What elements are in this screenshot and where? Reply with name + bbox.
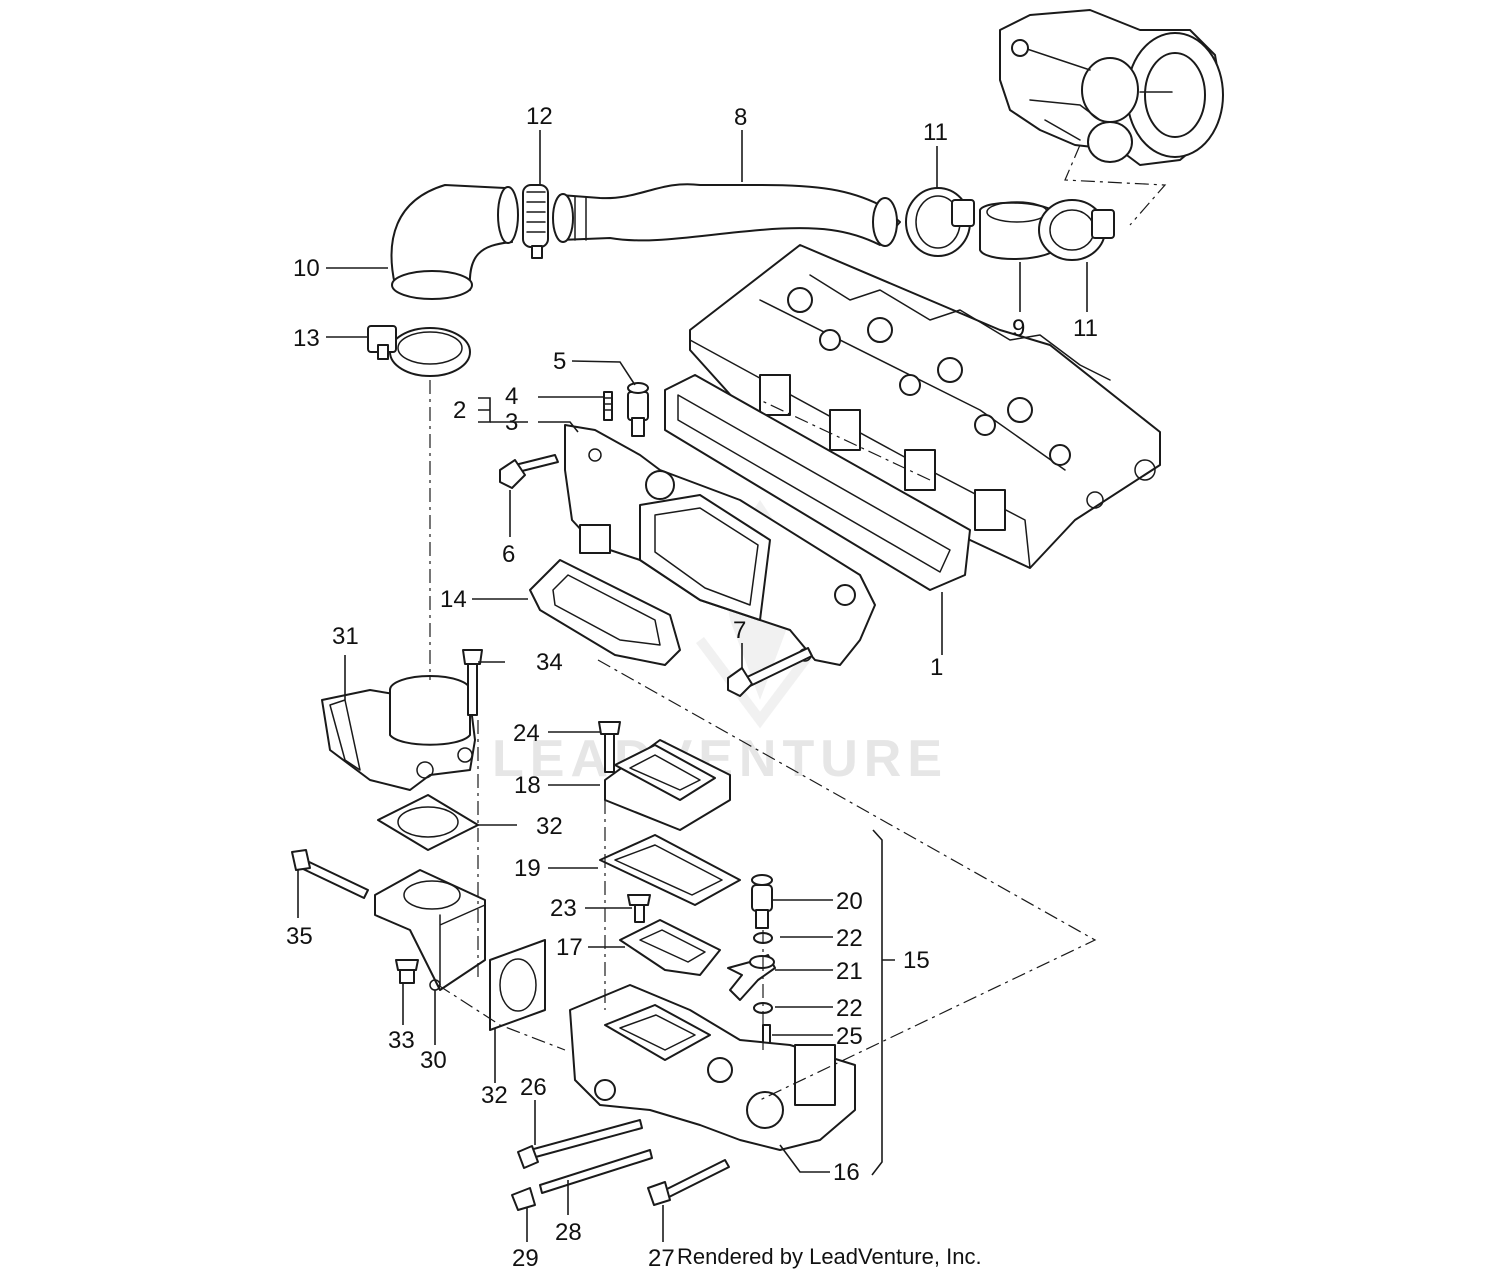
callout-2: 2 [453,397,466,424]
callout-11-lower: 11 [1073,315,1098,342]
callout-35: 35 [286,923,313,950]
gasket-14 [529,559,681,666]
fitting-21 [727,954,776,1001]
callout-9: 9 [1012,315,1025,342]
callout-24: 24 [513,720,540,747]
callout-18: 18 [514,772,541,799]
callout-33: 33 [388,1027,415,1054]
gasket-19 [599,834,741,906]
turbocharger [999,9,1224,166]
intake-manifold [564,424,876,666]
bolt-33 [395,959,419,984]
hose-clamp-12 [522,184,549,259]
bolt-24 [598,721,621,773]
callout-32-lower: 32 [481,1082,508,1109]
callout-17: 17 [556,934,583,961]
callout-23: 23 [550,895,577,922]
callout-31: 31 [332,623,359,650]
fitting-20 [751,874,773,929]
hose-clamp-11b [1038,199,1115,261]
callout-8: 8 [734,104,747,131]
callout-29: 29 [512,1245,539,1272]
housing-16 [569,984,856,1151]
cover-18 [604,739,731,831]
callout-32-upper: 32 [536,813,563,840]
callout-21: 21 [836,958,863,985]
bolt-28 [539,1149,653,1194]
bolt-26 [517,1119,643,1169]
adapter-30 [374,869,486,991]
footer-credit: Rendered by LeadVenture, Inc. [677,1244,982,1269]
leader-lines [297,130,1088,1242]
callout-labels: 1 2 3 4 5 6 7 8 9 10 11 11 12 13 14 15 1… [286,103,1098,1272]
callout-12: 12 [526,103,553,130]
assembly-center-lines [429,380,1097,1101]
bolt-27 [647,1159,730,1206]
callout-6: 6 [502,541,515,568]
callout-16: 16 [833,1159,860,1186]
intake-hose-main [552,183,901,247]
callout-5: 5 [553,348,566,375]
callout-22-upper: 22 [836,925,863,952]
callout-28: 28 [555,1219,582,1246]
bolt-6 [499,454,559,489]
callout-11-upper: 11 [923,119,948,146]
hose-clamp-13 [367,325,471,377]
callout-19: 19 [514,855,541,882]
sensor-5 [627,382,649,437]
callout-30: 30 [420,1047,447,1074]
stud-4 [603,391,613,421]
cylinder-head [689,244,1161,569]
callout-14: 14 [440,586,467,613]
callout-3: 3 [505,409,518,436]
callout-22-lower: 22 [836,995,863,1022]
bolt-34 [462,649,483,716]
gasket-32-lower [489,939,546,1031]
callout-20: 20 [836,888,863,915]
callout-4: 4 [505,383,518,410]
callout-27: 27 [648,1245,675,1272]
callout-15: 15 [903,947,930,974]
bolt-23 [627,894,651,923]
hose-clamp-11a [905,187,975,257]
plate-17 [619,919,721,976]
bolt-35 [291,849,369,899]
turbo-assembly-line [1064,144,1167,226]
callout-34: 34 [536,649,563,676]
callout-1: 1 [930,654,943,681]
callout-10: 10 [293,255,320,282]
throttle-body [321,675,476,791]
manifold-gasket [664,374,971,591]
callout-26: 26 [520,1074,547,1101]
gasket-32-upper [377,794,479,851]
callout-13: 13 [293,325,320,352]
callout-25: 25 [836,1023,863,1050]
bolt-29 [511,1187,536,1211]
intake-hose-elbow [390,184,519,300]
callout-7: 7 [733,617,746,644]
bolt-7 [727,647,813,697]
